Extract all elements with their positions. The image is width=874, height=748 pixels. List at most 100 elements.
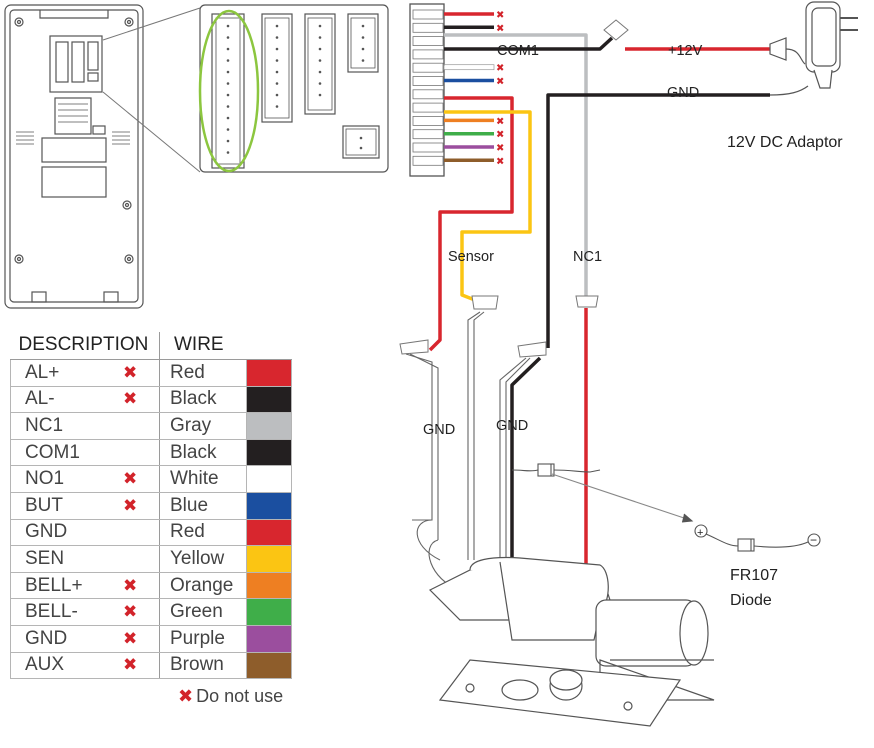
- unused-wires: ✖✖✖✖✖✖✖✖: [443, 10, 504, 167]
- color-swatch: [246, 545, 292, 573]
- row-wire-color: Yellow: [159, 545, 247, 573]
- table-row: NC1 Gray: [10, 412, 292, 440]
- color-swatch: [246, 651, 292, 680]
- pin-dot: [226, 59, 230, 62]
- row-description: BELL+: [10, 572, 123, 600]
- do-not-use-mark: ✖: [123, 359, 160, 387]
- color-swatch: [246, 491, 292, 520]
- x-mark-icon: ✖: [496, 156, 504, 167]
- row-wire-color: Orange: [159, 572, 247, 600]
- do-not-use-mark: ✖: [123, 572, 160, 600]
- table-header-row: DESCRIPTION WIRE: [10, 332, 292, 360]
- table-row: AL+✖Red: [10, 359, 292, 387]
- do-not-use-mark: [123, 519, 160, 547]
- pin-dot: [226, 139, 230, 143]
- table-row: AL-✖Black: [10, 385, 292, 414]
- x-mark-icon: ✖: [496, 23, 504, 34]
- row-wire-color: Red: [159, 519, 247, 547]
- wire-gnd-red: [428, 96, 514, 352]
- pin-dot: [226, 105, 230, 108]
- table-row: BELL+✖Orange: [10, 571, 292, 600]
- pin-dot: [318, 93, 322, 97]
- bolt-lock: [428, 556, 715, 727]
- pin-dot: [226, 70, 230, 74]
- label-diode-word: Diode: [730, 592, 772, 609]
- do-not-use-mark: [123, 412, 160, 440]
- pin-dot: [359, 136, 363, 140]
- pin-dot: [318, 82, 322, 85]
- color-swatch: [246, 571, 292, 600]
- color-swatch: [246, 438, 292, 467]
- color-swatch: [246, 518, 292, 547]
- connector-slot: [412, 49, 444, 60]
- row-description: NO1: [10, 465, 123, 493]
- do-not-use-mark: ✖: [123, 492, 160, 520]
- do-not-use-mark: [123, 439, 160, 467]
- color-swatch: [246, 465, 292, 493]
- color-swatch: [246, 359, 292, 387]
- pin-dot: [275, 82, 279, 85]
- main-connector: [409, 3, 445, 177]
- label-diode-plus: +: [697, 527, 703, 539]
- pin-dot: [275, 105, 279, 108]
- row-wire-color: Red: [159, 359, 247, 387]
- pin-dot: [226, 47, 230, 51]
- x-mark-icon: ✖: [496, 130, 504, 141]
- connector-slot: [412, 155, 444, 166]
- table-row: GND✖Purple: [10, 624, 292, 653]
- connector-slot: [412, 76, 444, 86]
- wire-lock-black: [510, 356, 542, 570]
- connector-inset: [199, 4, 389, 173]
- row-wire-color: Brown: [159, 652, 247, 680]
- row-description: SEN: [10, 545, 123, 573]
- pin-dot: [275, 70, 279, 74]
- label-sensor: Sensor: [448, 249, 494, 265]
- label-diode-name: FR107: [730, 567, 778, 584]
- wire-gnd-black: [546, 93, 770, 348]
- x-mark-icon: ✖: [496, 116, 504, 127]
- do-not-use-mark: ✖: [123, 652, 160, 680]
- row-description: NC1: [10, 412, 123, 440]
- connector-slot: [412, 102, 444, 113]
- row-wire-color: Gray: [159, 412, 247, 440]
- row-description: AL+: [10, 359, 123, 387]
- row-description: BELL-: [10, 598, 123, 626]
- connector-slot: [412, 62, 444, 73]
- connector-slot: [412, 9, 444, 20]
- pin-dot: [359, 146, 363, 150]
- label-nc1: NC1: [573, 249, 602, 265]
- row-wire-color: Black: [159, 439, 247, 467]
- row-description: AL-: [10, 386, 123, 414]
- connector-slot: [412, 89, 444, 100]
- do-not-use-mark: ✖: [123, 625, 160, 653]
- table-row: BUT✖Blue: [10, 491, 292, 520]
- pin-dot: [361, 59, 365, 62]
- do-not-use-mark: ✖: [123, 465, 160, 493]
- wire-nc1-gray: [444, 33, 588, 300]
- header-description: DESCRIPTION: [10, 332, 160, 360]
- do-not-use-mark: ✖: [123, 386, 160, 414]
- row-description: GND: [10, 625, 123, 653]
- do-not-use-note: ✖Do not use: [178, 686, 283, 707]
- pin-dot: [275, 36, 279, 39]
- table-row: AUX✖Brown: [10, 651, 292, 680]
- table-row: BELL-✖Green: [10, 598, 292, 626]
- label-gnd-top: GND: [667, 85, 699, 101]
- connector-pins: [226, 24, 365, 154]
- zoom-lines: [102, 7, 201, 173]
- row-wire-color: Blue: [159, 492, 247, 520]
- label-adaptor: 12V DC Adaptor: [727, 134, 843, 151]
- wire-sen-yellow: [444, 110, 532, 304]
- pin-dot: [361, 47, 365, 51]
- x-mark-icon: ✖: [496, 77, 504, 88]
- label-gnd-left: GND: [423, 422, 455, 438]
- pin-dot: [226, 36, 230, 39]
- highlight-ellipse: [198, 9, 260, 173]
- color-swatch: [246, 598, 292, 626]
- x-mark-icon: ✖: [496, 10, 504, 21]
- white-wire-outline: [443, 64, 495, 71]
- wire-connectors: [399, 19, 629, 358]
